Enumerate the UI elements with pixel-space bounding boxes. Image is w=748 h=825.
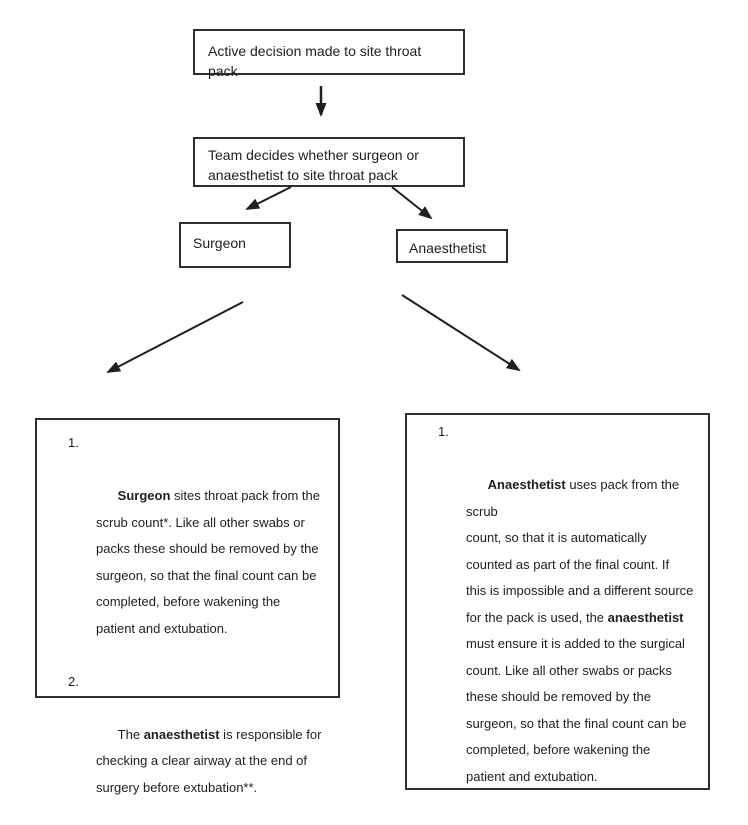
list-item-number: 1.: [68, 435, 79, 450]
arrow-team-to-surgeon: [245, 186, 292, 210]
list-item: 1. Surgeon sites throat pack from the sc…: [37, 430, 338, 669]
list-item-text: Anaesthetist uses pack from the scrub co…: [466, 477, 694, 784]
list-item-number: 1.: [438, 424, 449, 439]
list-item: 2. The anaesthetist is responsible for c…: [37, 669, 338, 825]
list-item-number: 2.: [438, 817, 449, 825]
arrow-team-to-anaesthetist: [391, 186, 433, 220]
arrow-surgeon-to-outcome: [106, 301, 244, 373]
node-surgeon: Surgeon: [179, 222, 291, 268]
list-item: 2. The anaesthetist is responsible for c…: [407, 817, 708, 825]
node-active-decision: Active decision made to site throat pack: [193, 29, 465, 79]
list-item-number: 2.: [68, 673, 79, 689]
surgeon-outcome-box: 1. Surgeon sites throat pack from the sc…: [35, 418, 340, 795]
list-item: 1. Anaesthetist uses pack from the scrub…: [407, 419, 708, 817]
list-item-text: Surgeon sites throat pack from the scrub…: [96, 488, 320, 636]
node-team-decides: Team decides whether surgeon or anaesthe…: [193, 137, 465, 187]
anaesthetist-outcome-box: 1. Anaesthetist uses pack from the scrub…: [405, 413, 710, 825]
list-item-text: The anaesthetist is responsible for chec…: [96, 726, 322, 795]
arrow-anaesthetist-to-outcome: [401, 294, 521, 372]
node-anaesthetist: Anaesthetist: [396, 229, 508, 263]
